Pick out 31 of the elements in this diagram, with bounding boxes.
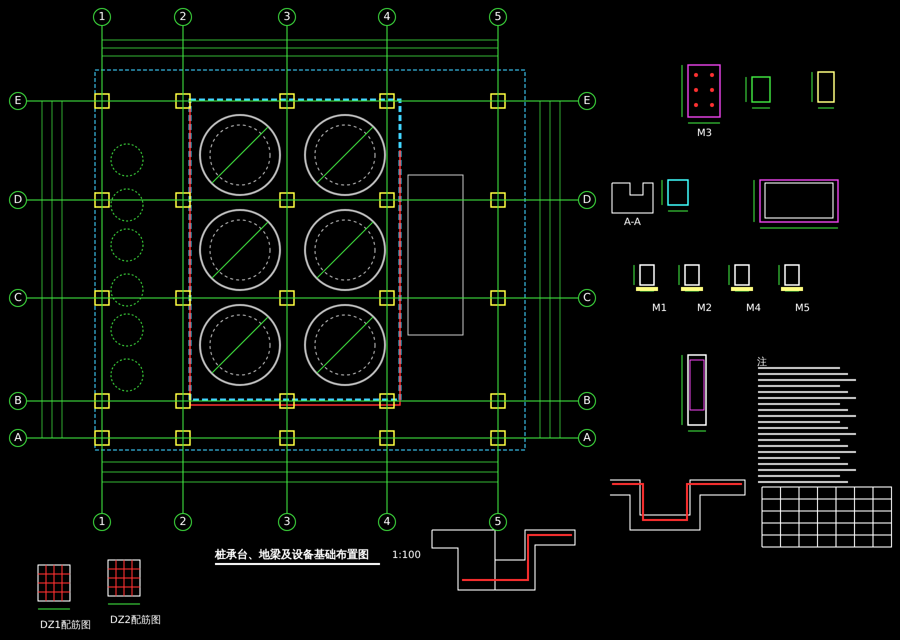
detail-title: M5 (795, 303, 810, 314)
grid-axis-bubble: B (578, 392, 596, 410)
grid-axis-bubble: 1 (93, 8, 111, 26)
grid-axis-bubble: B (9, 392, 27, 410)
grid-axis-bubble: 5 (489, 513, 507, 531)
grid-axis-bubble: A (9, 429, 27, 447)
grid-axis-bubble: A (578, 429, 596, 447)
notes-heading: 注 (757, 356, 767, 369)
section-title: A-A (624, 217, 641, 228)
grid-axis-bubble: 5 (489, 8, 507, 26)
detail-title: M4 (746, 303, 761, 314)
grid-axis-bubble: 3 (278, 8, 296, 26)
grid-axis-bubble: E (9, 92, 27, 110)
detail-title: M1 (652, 303, 667, 314)
grid-axis-bubble: 2 (174, 8, 192, 26)
grid-axis-bubble: 2 (174, 513, 192, 531)
grid-axis-bubble: C (9, 289, 27, 307)
detail-title: M2 (697, 303, 712, 314)
detail-title: DZ1配筋图 (40, 619, 91, 632)
drawing-title: 桩承台、地梁及设备基础布置图 (215, 547, 369, 562)
detail-title: M3 (697, 128, 712, 139)
grid-axis-bubble: 1 (93, 513, 111, 531)
grid-axis-bubble: C (578, 289, 596, 307)
grid-axis-bubble: D (578, 191, 596, 209)
grid-axis-bubble: 4 (378, 8, 396, 26)
grid-axis-bubble: E (578, 92, 596, 110)
detail-title: DZ2配筋图 (110, 614, 161, 627)
grid-axis-bubble: 3 (278, 513, 296, 531)
grid-axis-bubble: D (9, 191, 27, 209)
scale-label: 1:100 (392, 550, 421, 561)
grid-axis-bubble: 4 (378, 513, 396, 531)
